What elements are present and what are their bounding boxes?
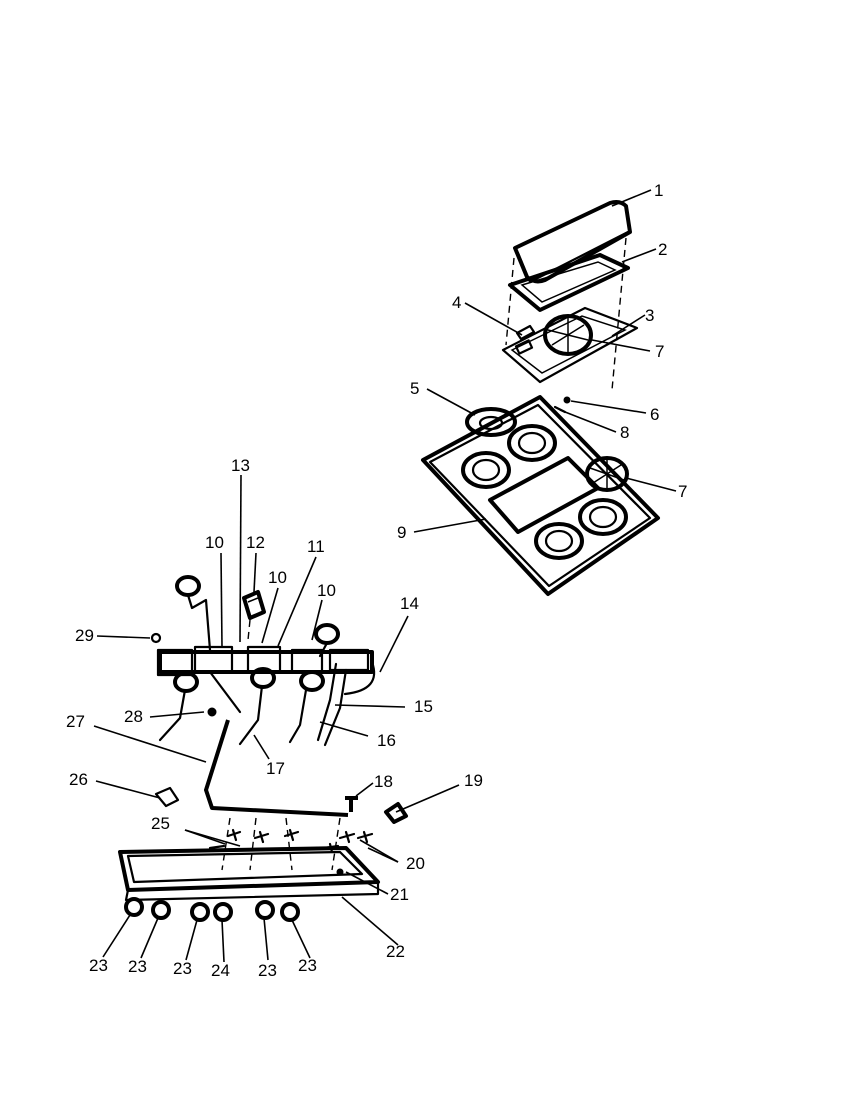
callout-7-upper: 7 — [655, 342, 664, 361]
leader-lines — [93, 189, 677, 963]
gas-tubes — [158, 662, 348, 747]
burner-manifold-assembly — [118, 575, 408, 922]
part-27-pilot-line — [204, 719, 349, 817]
callout-10-right: 10 — [317, 581, 336, 600]
callout-27: 27 — [66, 712, 85, 731]
part-21-screw — [336, 868, 344, 876]
part-12-switch — [242, 590, 266, 641]
callout-15: 15 — [414, 697, 433, 716]
manifold-bar — [156, 645, 374, 677]
part-6-screw — [563, 396, 571, 404]
callout-7-lower: 7 — [678, 482, 687, 501]
callout-16: 16 — [377, 731, 396, 750]
part-28-fitting — [207, 707, 217, 717]
part-3-plate — [501, 306, 639, 384]
callout-2: 2 — [658, 240, 667, 259]
callout-19: 19 — [464, 771, 483, 790]
part-4-bracket — [515, 324, 536, 341]
callout-1: 1 — [654, 181, 663, 200]
callout-labels: 1 2 3 4 7 5 6 8 7 9 13 10 12 11 10 10 14… — [66, 181, 687, 980]
callout-23-4: 23 — [258, 961, 277, 980]
callout-22: 22 — [386, 942, 405, 961]
part-29-screw — [150, 632, 162, 644]
callout-13: 13 — [231, 456, 250, 475]
callout-8: 8 — [620, 423, 629, 442]
callout-3: 3 — [645, 306, 654, 325]
callout-14: 14 — [400, 594, 419, 613]
part-7-knob-lower — [585, 456, 629, 492]
part-2-gasket — [508, 253, 630, 312]
part-26-clip — [154, 786, 180, 808]
callout-6: 6 — [650, 405, 659, 424]
surface-burners — [173, 575, 340, 693]
callout-17: 17 — [266, 759, 285, 778]
callout-10-left: 10 — [205, 533, 224, 552]
callout-26: 26 — [69, 770, 88, 789]
callout-4: 4 — [452, 293, 461, 312]
spring-clips — [208, 828, 374, 854]
callout-18: 18 — [374, 772, 393, 791]
callout-9: 9 — [397, 523, 406, 542]
part-18-tee — [345, 796, 358, 812]
callout-23-1: 23 — [89, 956, 108, 975]
part-7-knob-upper — [543, 314, 593, 356]
callout-5: 5 — [410, 379, 419, 398]
callout-10-middle: 10 — [268, 568, 287, 587]
callout-23-5: 23 — [298, 956, 317, 975]
control-knobs — [124, 897, 300, 922]
callout-25: 25 — [151, 814, 170, 833]
callout-12: 12 — [246, 533, 265, 552]
clip-guides — [221, 817, 341, 871]
cooktop-assembly — [421, 200, 660, 596]
callout-23-3: 23 — [173, 959, 192, 978]
callout-23-2: 23 — [128, 957, 147, 976]
callout-24: 24 — [211, 961, 230, 980]
part-14-tube — [343, 660, 376, 696]
callout-20: 20 — [406, 854, 425, 873]
callout-28: 28 — [124, 707, 143, 726]
callout-11: 11 — [307, 537, 325, 556]
callout-21: 21 — [390, 885, 409, 904]
part-19-bracket — [384, 802, 408, 824]
callout-29: 29 — [75, 626, 94, 645]
